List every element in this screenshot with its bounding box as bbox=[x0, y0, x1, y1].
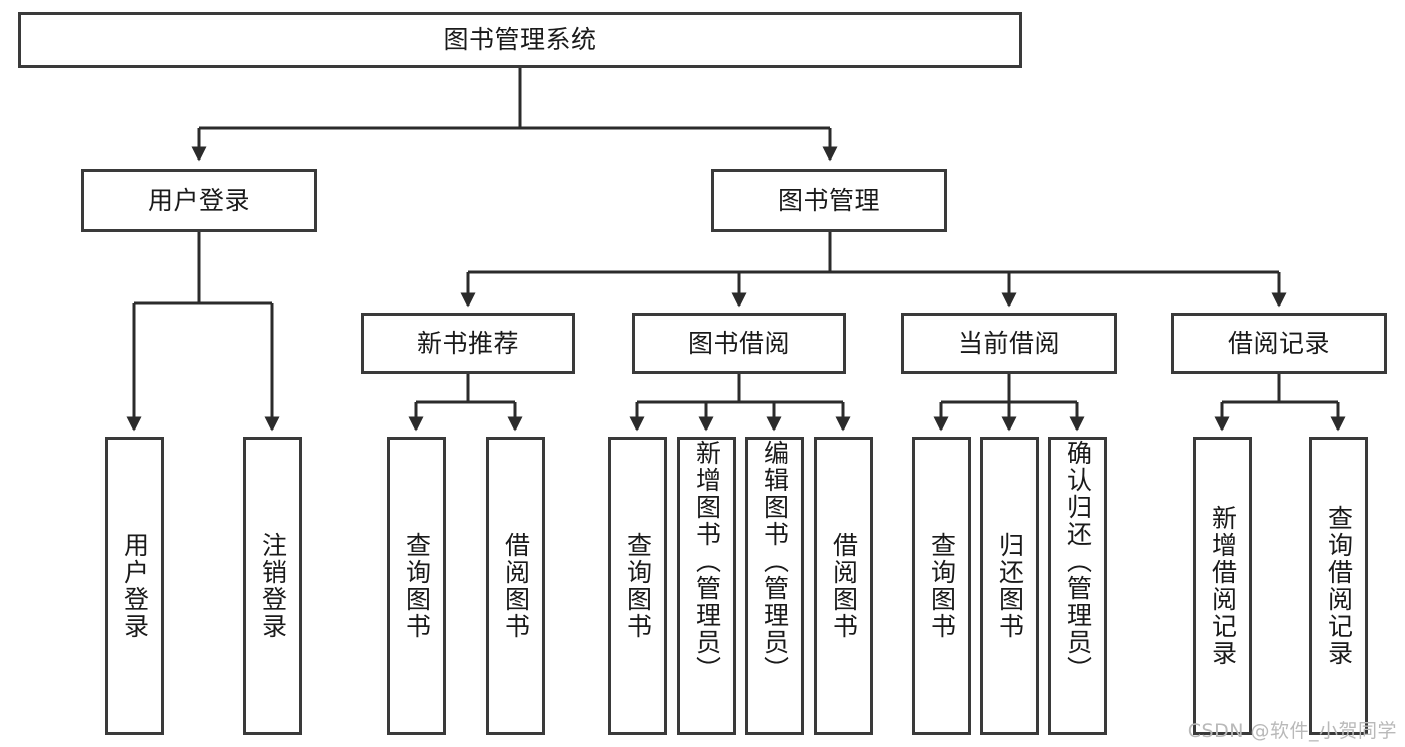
node-new-book-recommend-label: 新书推荐 bbox=[416, 328, 519, 358]
leaf-logout-label: 注销登录 bbox=[258, 532, 288, 640]
leaf-borrow-book-2[interactable]: 借阅图书 bbox=[814, 437, 873, 735]
leaf-borrow-book-1[interactable]: 借阅图书 bbox=[486, 437, 545, 735]
node-book-management[interactable]: 图书管理 bbox=[711, 169, 947, 232]
leaf-confirm-return-admin[interactable]: 确认归还（管理员） bbox=[1048, 437, 1107, 735]
leaf-query-book-1-label: 查询图书 bbox=[402, 532, 432, 640]
node-user-login[interactable]: 用户登录 bbox=[81, 169, 317, 232]
leaf-query-book-2-label: 查询图书 bbox=[623, 532, 653, 640]
leaf-query-book-3[interactable]: 查询图书 bbox=[912, 437, 971, 735]
leaf-query-borrow-record[interactable]: 查询借阅记录 bbox=[1309, 437, 1368, 735]
leaf-borrow-book-2-label: 借阅图书 bbox=[829, 532, 859, 640]
leaf-query-book-3-label: 查询图书 bbox=[927, 532, 957, 640]
leaf-add-borrow-record[interactable]: 新增借阅记录 bbox=[1193, 437, 1252, 735]
node-user-login-label: 用户登录 bbox=[147, 185, 250, 215]
leaf-user-login[interactable]: 用户登录 bbox=[105, 437, 164, 735]
node-current-borrow[interactable]: 当前借阅 bbox=[901, 313, 1117, 374]
leaf-edit-book-admin[interactable]: 编辑图书（管理员） bbox=[745, 437, 804, 735]
leaf-user-login-label: 用户登录 bbox=[120, 532, 150, 640]
leaf-query-book-1[interactable]: 查询图书 bbox=[387, 437, 446, 735]
node-book-borrow[interactable]: 图书借阅 bbox=[632, 313, 846, 374]
node-root-label: 图书管理系统 bbox=[443, 25, 597, 54]
leaf-add-book-admin[interactable]: 新增图书（管理员） bbox=[677, 437, 736, 735]
leaf-add-book-admin-label: 新增图书（管理员） bbox=[692, 440, 722, 683]
leaf-query-book-2[interactable]: 查询图书 bbox=[608, 437, 667, 735]
node-borrow-record-label: 借阅记录 bbox=[1227, 328, 1330, 358]
node-root[interactable]: 图书管理系统 bbox=[18, 12, 1022, 68]
watermark: CSDN @软件_小贺同学 bbox=[1187, 720, 1397, 742]
leaf-confirm-return-admin-label: 确认归还（管理员） bbox=[1063, 440, 1093, 683]
leaf-add-borrow-record-label: 新增借阅记录 bbox=[1208, 505, 1238, 667]
leaf-logout[interactable]: 注销登录 bbox=[243, 437, 302, 735]
leaf-edit-book-admin-label: 编辑图书（管理员） bbox=[760, 440, 790, 683]
node-borrow-record[interactable]: 借阅记录 bbox=[1171, 313, 1387, 374]
leaf-return-book[interactable]: 归还图书 bbox=[980, 437, 1039, 735]
node-new-book-recommend[interactable]: 新书推荐 bbox=[361, 313, 575, 374]
leaf-borrow-book-1-label: 借阅图书 bbox=[501, 532, 531, 640]
leaf-return-book-label: 归还图书 bbox=[995, 532, 1025, 640]
node-book-borrow-label: 图书借阅 bbox=[687, 328, 790, 358]
node-book-management-label: 图书管理 bbox=[777, 185, 880, 215]
node-current-borrow-label: 当前借阅 bbox=[957, 328, 1060, 358]
leaf-query-borrow-record-label: 查询借阅记录 bbox=[1324, 505, 1354, 667]
